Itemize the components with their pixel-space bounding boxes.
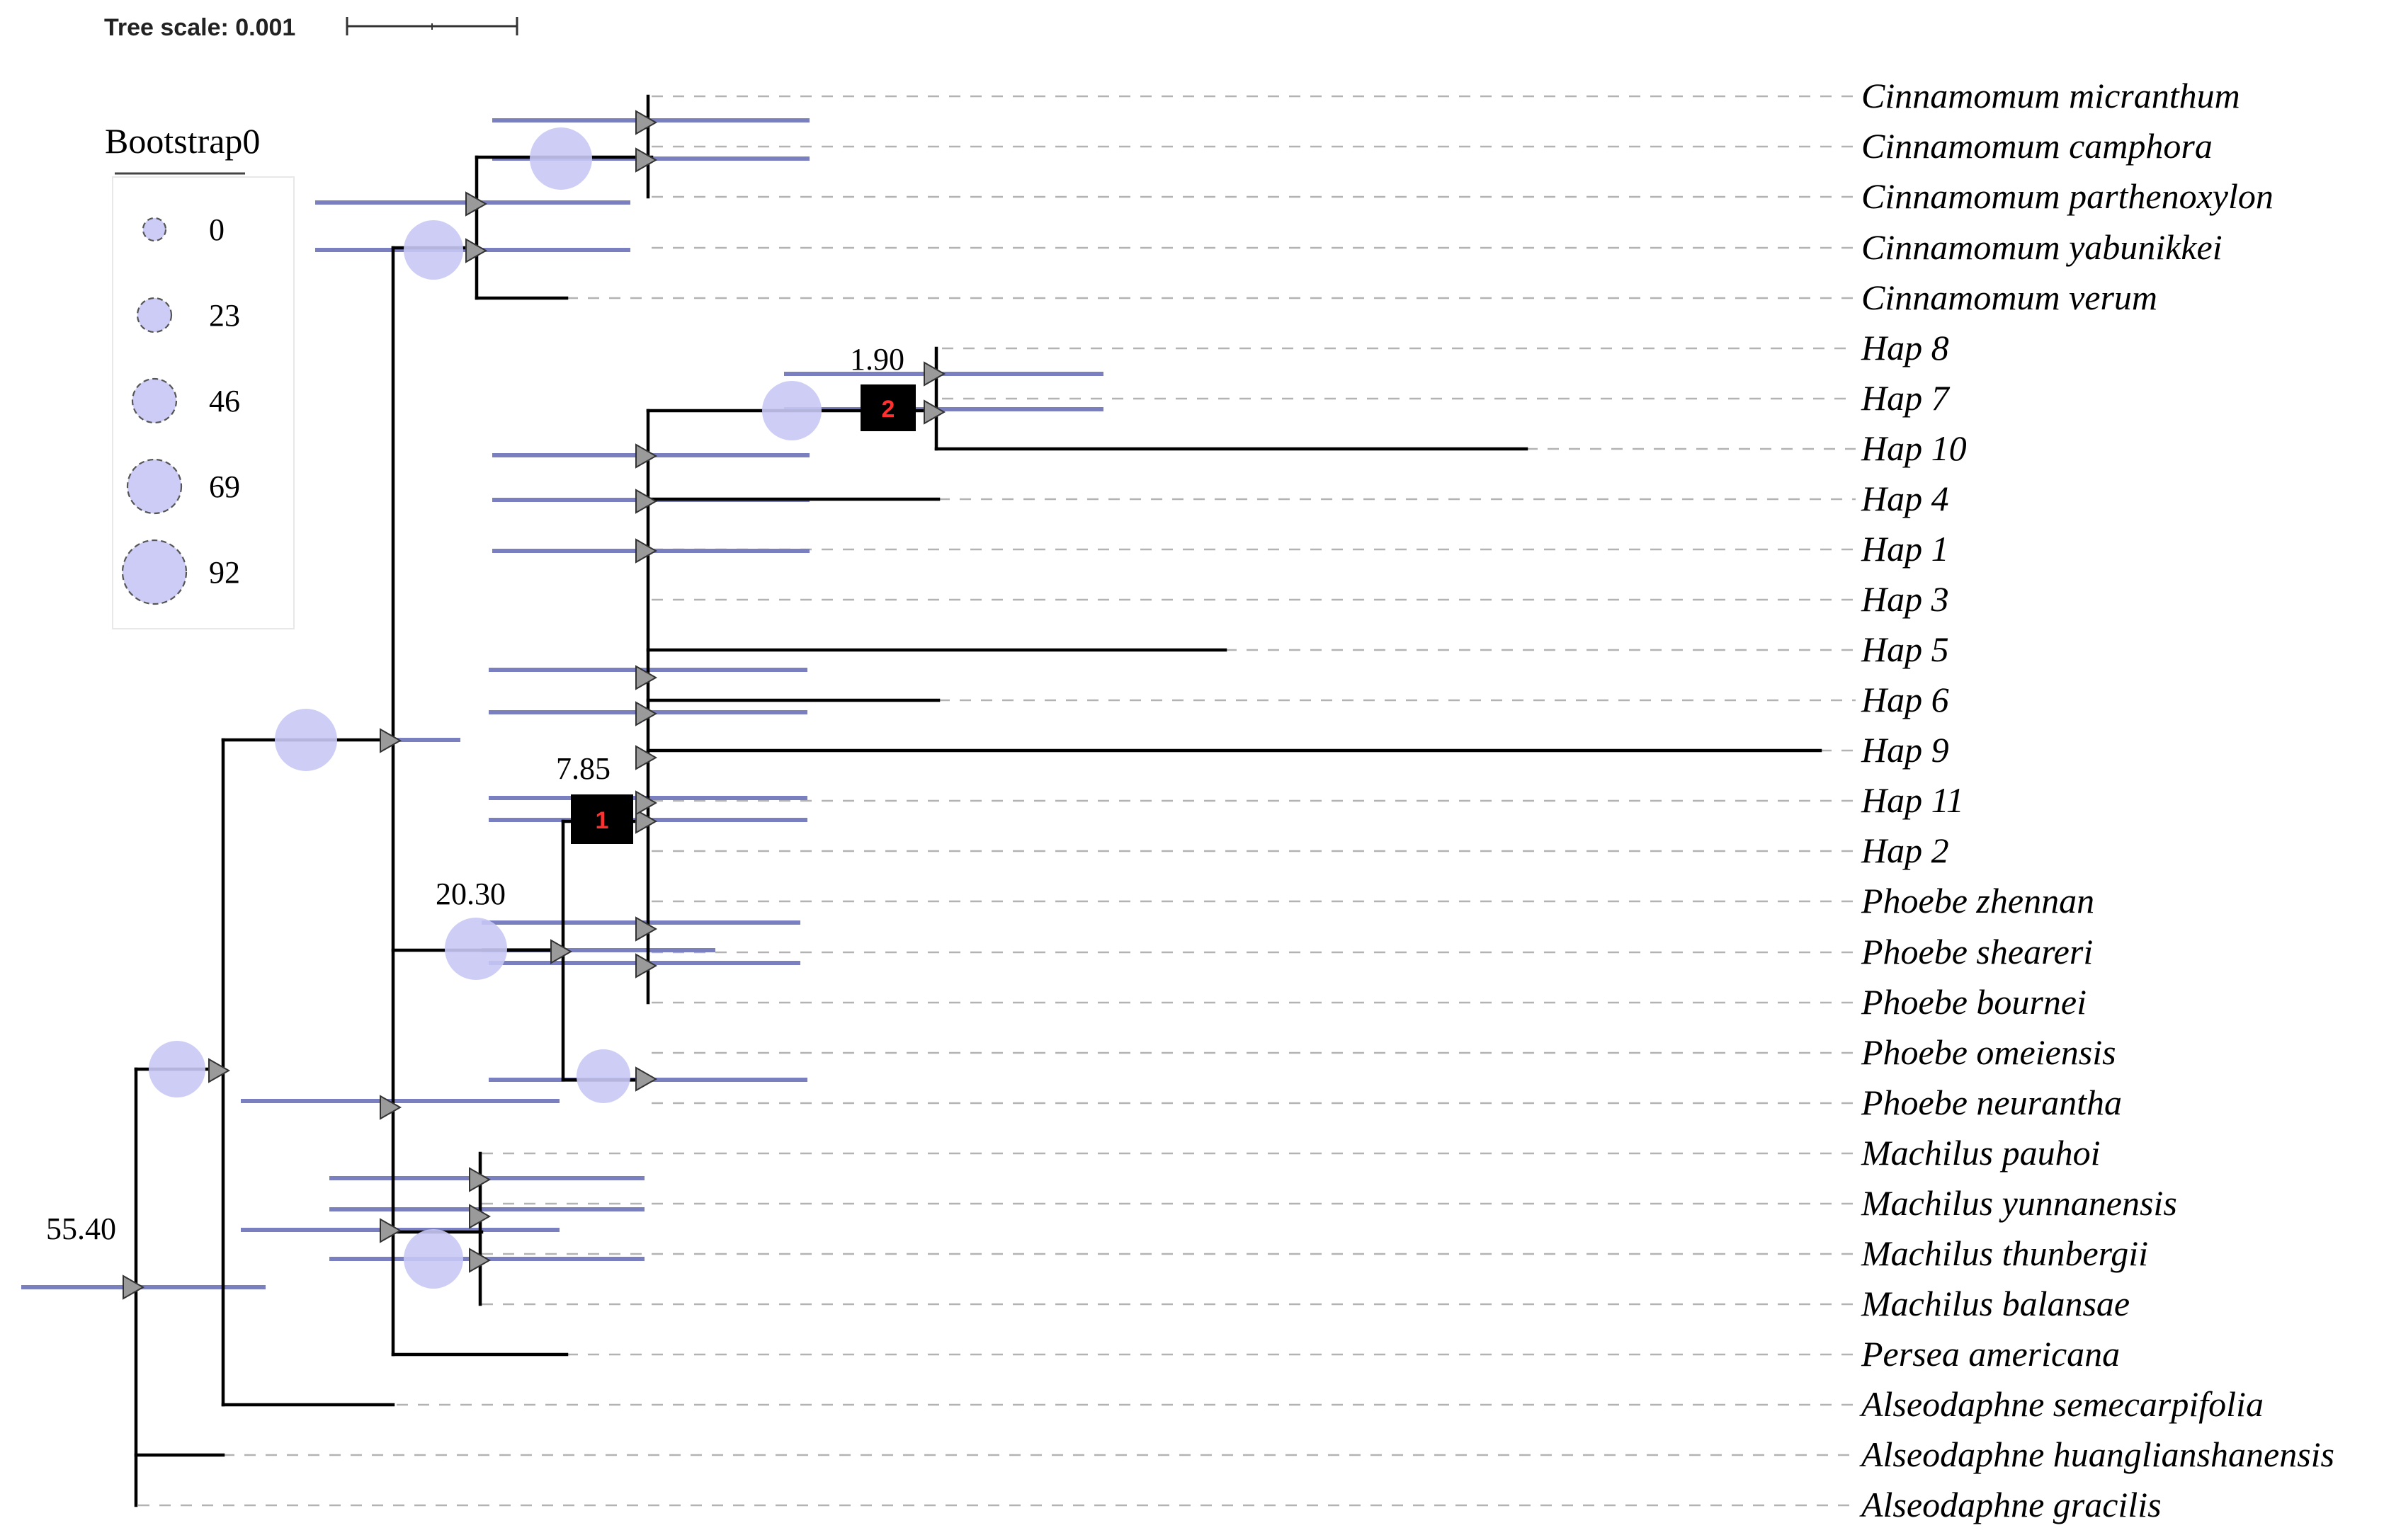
legend-circle-69	[126, 458, 183, 515]
node-age-label: 7.85	[556, 751, 611, 786]
tip-label: Hap 10	[1861, 428, 1967, 468]
tip-label: Persea americana	[1861, 1334, 2120, 1374]
tip-label: Hap 11	[1861, 780, 1964, 820]
legend-label: 92	[209, 555, 240, 590]
legend-label: 46	[209, 384, 240, 418]
bootstrap-legend: Bootstrap0 0 23 46 69 92	[105, 121, 295, 629]
support-circles	[149, 127, 822, 1289]
legend-circle-23	[136, 297, 173, 333]
calibration-label: 1	[596, 807, 609, 834]
tip-label: Cinnamomum verum	[1861, 278, 2157, 317]
tip-label: Machilus yunnanensis	[1861, 1183, 2177, 1223]
tip-label: Phoebe bournei	[1861, 982, 2087, 1022]
tip-label: Cinnamomum parthenoxylon	[1861, 176, 2274, 216]
tip-label: Hap 8	[1861, 328, 1949, 367]
calibration-label: 2	[882, 396, 895, 423]
calibration-markers: 1 2	[571, 384, 916, 844]
tip-label: Hap 9	[1861, 730, 1949, 770]
tip-label: Cinnamomum yabunikkei	[1861, 227, 2223, 267]
tip-label: Alseodaphne semecarpifolia	[1859, 1384, 2264, 1424]
node-age-labels: 55.40 20.30 7.85 1.90	[46, 342, 904, 1246]
tip-label: Hap 3	[1861, 579, 1949, 619]
legend-circle-92	[121, 539, 188, 605]
tip-label: Hap 2	[1861, 831, 1949, 870]
tip-label: Hap 6	[1861, 680, 1949, 719]
tree-scale: Tree scale: 0.001	[104, 14, 518, 41]
tip-label: Cinnamomum micranthum	[1861, 76, 2240, 115]
tip-label: Hap 1	[1861, 529, 1949, 569]
tip-label: Phoebe neurantha	[1861, 1083, 2122, 1122]
legend-circle-46	[131, 377, 178, 424]
tip-label: Phoebe sheareri	[1861, 932, 2093, 971]
tip-label: Machilus pauhoi	[1861, 1133, 2100, 1173]
tip-label: Phoebe omeiensis	[1861, 1032, 2116, 1072]
tree-scale-label: Tree scale: 0.001	[104, 14, 295, 41]
tree-branches	[134, 94, 1822, 1507]
node-age-label: 20.30	[436, 877, 506, 911]
tip-label: Hap 5	[1861, 629, 1949, 669]
node-age-label: 1.90	[850, 342, 904, 377]
legend-label: 23	[209, 298, 240, 333]
tip-labels: Cinnamomum micranthum Cinnamomum camphor…	[1859, 76, 2334, 1524]
node-age-label: 55.40	[46, 1211, 116, 1246]
legend-title: Bootstrap0	[105, 121, 260, 161]
tip-label: Alseodaphne huanglianshanensis	[1859, 1435, 2334, 1474]
legend-label: 69	[209, 469, 240, 504]
tip-guides	[138, 95, 1856, 1507]
legend-label: 0	[209, 212, 225, 247]
tip-label: Phoebe zhennan	[1861, 881, 2094, 920]
tip-label: Cinnamomum camphora	[1861, 126, 2213, 166]
node-markers	[123, 110, 946, 1300]
tip-label: Hap 4	[1861, 479, 1949, 518]
tip-label: Machilus thunbergii	[1861, 1233, 2148, 1273]
tip-label: Alseodaphne gracilis	[1859, 1485, 2162, 1524]
tip-label: Hap 7	[1861, 378, 1951, 418]
legend-circle-0	[142, 217, 167, 242]
tip-label: Machilus balansae	[1861, 1284, 2130, 1323]
